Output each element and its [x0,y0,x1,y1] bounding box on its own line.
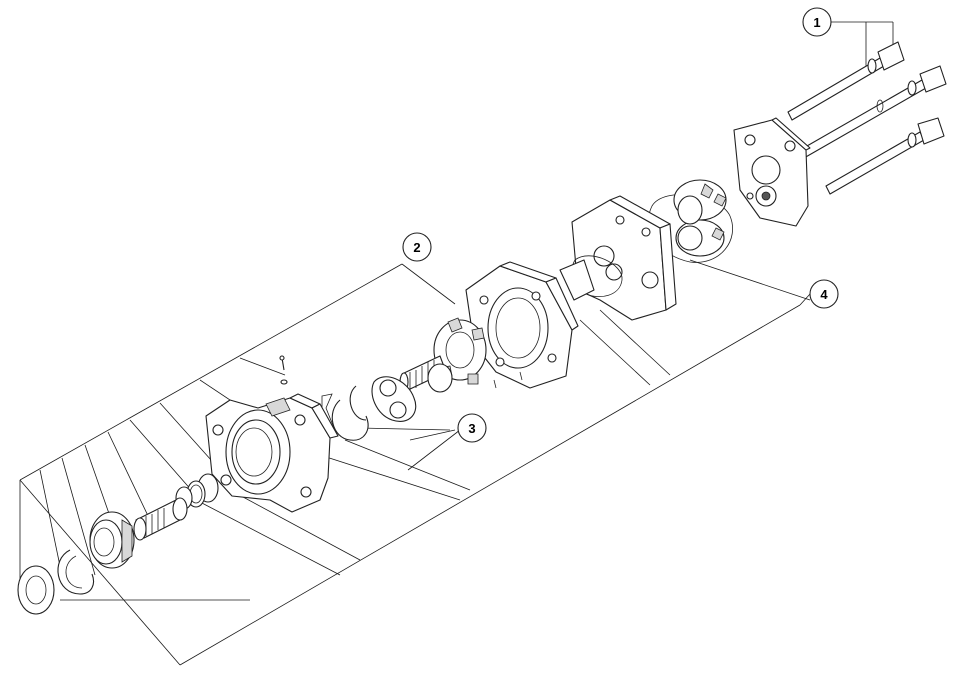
callout-3-label: 3 [468,421,475,436]
gear-housing [465,261,579,389]
oil-seal [17,565,55,615]
wear-plate [371,376,417,422]
callout-1: 1 [802,7,832,37]
bolt-bottom [825,117,945,195]
callout-1-label: 1 [813,15,820,30]
callout-2: 2 [402,232,432,262]
screw-washer [279,355,288,385]
ball-bearing [89,511,135,569]
rear-cover-plate [733,117,811,227]
callout-2-label: 2 [413,240,420,255]
drive-shaft [133,497,188,541]
callout-4: 4 [809,279,839,309]
seal-rings [321,385,369,441]
mounting-flange [205,393,339,513]
gear-shaft-assembly [399,317,487,393]
callout-4-label: 4 [820,287,828,302]
bolt-top [787,41,905,121]
callout-3: 3 [457,413,487,443]
snap-ring [57,549,95,595]
bolt-set [787,41,947,195]
bolt-middle [799,65,947,159]
center-section-body [559,195,677,321]
